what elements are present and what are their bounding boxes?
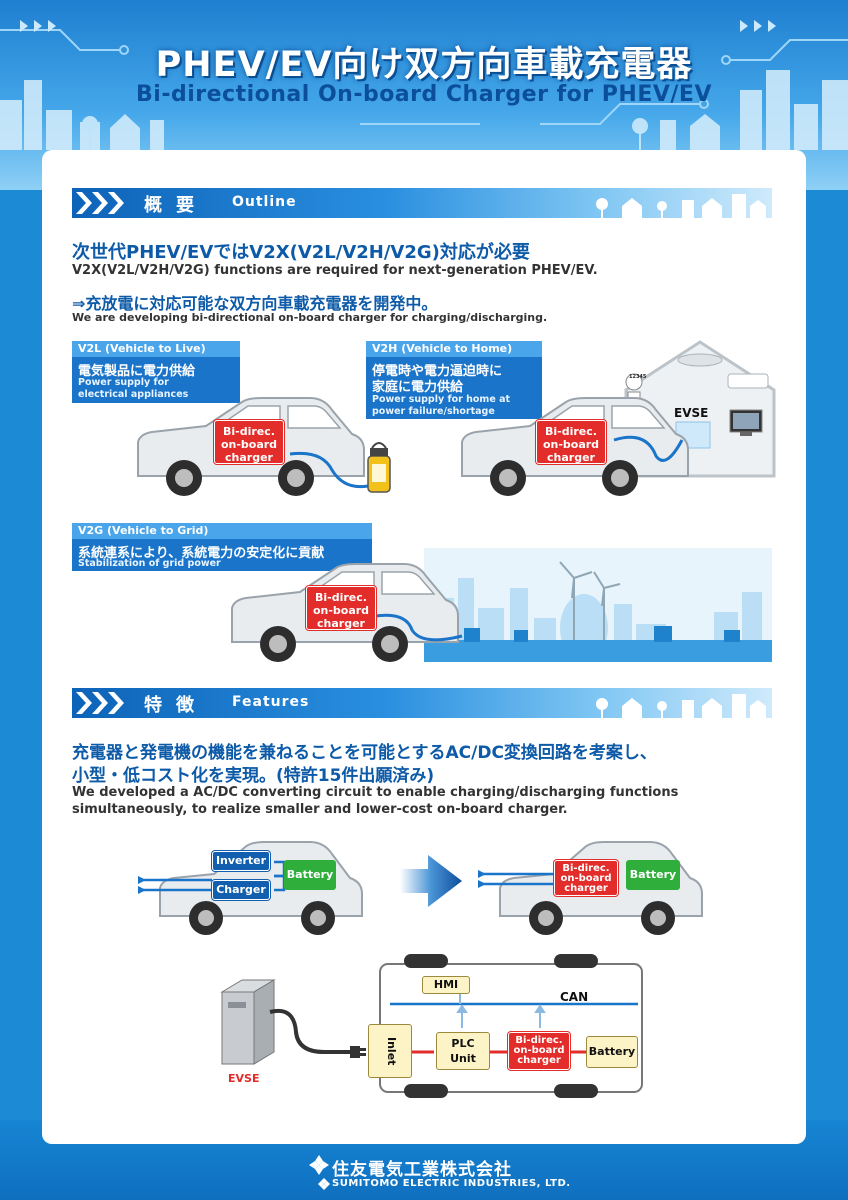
system-evse-label: EVSE xyxy=(228,1072,260,1085)
chevron-arrows-icon xyxy=(76,692,124,714)
outline-section-bar: 概要 Outline xyxy=(72,188,772,218)
features-heading-en: Features xyxy=(232,694,310,710)
evse-station-icon xyxy=(220,979,276,1065)
outline-heading-jp: 概要 xyxy=(144,195,208,216)
system-charger-line1: Bi-direc. xyxy=(515,1035,563,1046)
ceiling-light-icon xyxy=(677,353,723,367)
after-charger-line1: Bi-direc. xyxy=(562,863,610,874)
charger-box: Charger xyxy=(212,880,270,900)
v2g-label-box: V2G (Vehicle to Grid) 系統連系により、系統電力の安定化に貢… xyxy=(72,523,372,571)
circuit-decoration xyxy=(0,20,848,125)
system-charger-line2: on-board xyxy=(513,1045,565,1056)
system-battery-box: Battery xyxy=(586,1036,638,1068)
after-charger-line3: charger xyxy=(564,883,608,894)
features-section-bar: 特徴 Features xyxy=(72,688,772,718)
company-logo-icon xyxy=(309,1155,329,1175)
company-small-logo-icon xyxy=(318,1178,330,1190)
after-battery-box: Battery xyxy=(626,860,680,890)
v2h-label-box: V2H (Vehicle to Home) 停電時や電力逼迫時に 家庭に電力供給… xyxy=(366,341,542,419)
v2h-charger-box: Bi-direc. on-board charger xyxy=(536,420,606,464)
v2h-en2: power failure/shortage xyxy=(372,406,495,417)
outline-heading-en: Outline xyxy=(232,194,297,210)
hmi-box: HMI xyxy=(422,976,470,994)
features-headline-en2: simultaneously, to realize smaller and l… xyxy=(72,802,568,817)
system-charger-line3: charger xyxy=(517,1055,561,1066)
plc-unit-box: PLC Unit xyxy=(436,1032,490,1070)
city-skyline-decoration xyxy=(0,70,848,150)
outline-headline1-en: V2X(V2L/V2H/V2G) functions are required … xyxy=(72,263,598,278)
outline-headline2-en: We are developing bi-directional on-boar… xyxy=(72,311,548,324)
tv-icon xyxy=(729,409,763,436)
plc-line2: Unit xyxy=(450,1052,476,1065)
town-decoration-icon xyxy=(596,194,766,218)
v2h-jp1: 停電時や電力逼迫時に xyxy=(372,364,503,379)
air-conditioner-icon xyxy=(727,373,769,389)
plc-line1: PLC xyxy=(451,1037,475,1050)
system-charger-box: Bi-direc. on-board charger xyxy=(508,1032,570,1070)
v2l-label-box: V2L (Vehicle to Live) 電気製品に電力供給 Power su… xyxy=(72,341,240,403)
outline-headline1-jp: 次世代PHEV/EVではV2X(V2L/V2H/V2G)対応が必要 xyxy=(72,242,530,263)
v2g-charger-line3: charger xyxy=(317,617,365,630)
system-diagram xyxy=(220,954,643,1098)
features-headline-jp2: 小型・低コスト化を実現。(特許15件出願済み) xyxy=(72,766,435,786)
v2l-charger-line3: charger xyxy=(225,451,273,464)
wind-turbine-icon xyxy=(559,561,621,648)
v2l-charger-line2: on-board xyxy=(220,438,278,451)
v2l-en1: Power supply for xyxy=(78,377,169,388)
v2h-en1: Power supply for home at xyxy=(372,394,511,405)
outline-headline2-jp: ⇒充放電に対応可能な双方向車載充電器を開発中。 xyxy=(72,294,438,313)
v2g-jp: 系統連系により、系統電力の安定化に貢献 xyxy=(78,546,325,561)
v2l-en2: electrical appliances xyxy=(78,389,189,400)
v2g-charger-line1: Bi-direc. xyxy=(315,591,367,604)
v2g-code: V2G (Vehicle to Grid) xyxy=(72,523,372,539)
company-name-jp: 住友電気工業株式会社 xyxy=(332,1160,512,1180)
v2h-code: V2H (Vehicle to Home) xyxy=(366,341,542,357)
company-name-en: SUMITOMO ELECTRIC INDUSTRIES, LTD. xyxy=(332,1178,571,1189)
v2l-charger-box: Bi-direc. on-board charger xyxy=(214,420,284,464)
v2h-charger-line1: Bi-direc. xyxy=(545,425,597,438)
page-title: PHEV/EV向け双方向車載充電器 xyxy=(155,45,693,85)
v2h-charger-line2: on-board xyxy=(542,438,600,451)
town-decoration-icon xyxy=(596,694,766,718)
v2g-charger-line2: on-board xyxy=(312,604,370,617)
tire-icons xyxy=(404,954,598,1098)
v2g-charger-box: Bi-direc. on-board charger xyxy=(306,586,376,630)
v2g-en: Stabilization of grid power xyxy=(78,558,221,569)
features-headline-jp1: 充電器と発電機の機能を兼ねることを可能とするAC/DC変換回路を考案し、 xyxy=(72,743,657,763)
after-charger-line2: on-board xyxy=(560,873,612,884)
v2h-jp2: 家庭に電力供給 xyxy=(372,380,464,395)
transition-arrow-icon xyxy=(400,855,462,907)
can-bus-label: CAN xyxy=(560,990,589,1004)
v2l-charger-line1: Bi-direc. xyxy=(223,425,275,438)
features-heading-jp: 特徴 xyxy=(144,695,208,716)
connector-plug-icon xyxy=(350,1046,366,1058)
v2h-charger-line3: charger xyxy=(547,451,595,464)
meter-reading: 12345 xyxy=(629,374,647,380)
page-subtitle: Bi-directional On-board Charger for PHEV… xyxy=(136,82,712,107)
after-charger-box: Bi-direc. on-board charger xyxy=(554,860,618,896)
grid-city-illustration xyxy=(424,548,772,662)
v2h-evse-label: EVSE xyxy=(674,406,709,420)
before-battery-box: Battery xyxy=(284,860,336,890)
v2l-code: V2L (Vehicle to Live) xyxy=(72,341,240,357)
features-headline-en1: We developed a AC/DC converting circuit … xyxy=(72,785,679,800)
inlet-box: Inlet xyxy=(368,1024,412,1078)
inverter-box: Inverter xyxy=(212,851,270,871)
lantern-icon xyxy=(367,442,391,493)
chevron-arrows-icon xyxy=(76,192,124,214)
v2l-jp: 電気製品に電力供給 xyxy=(78,364,196,379)
